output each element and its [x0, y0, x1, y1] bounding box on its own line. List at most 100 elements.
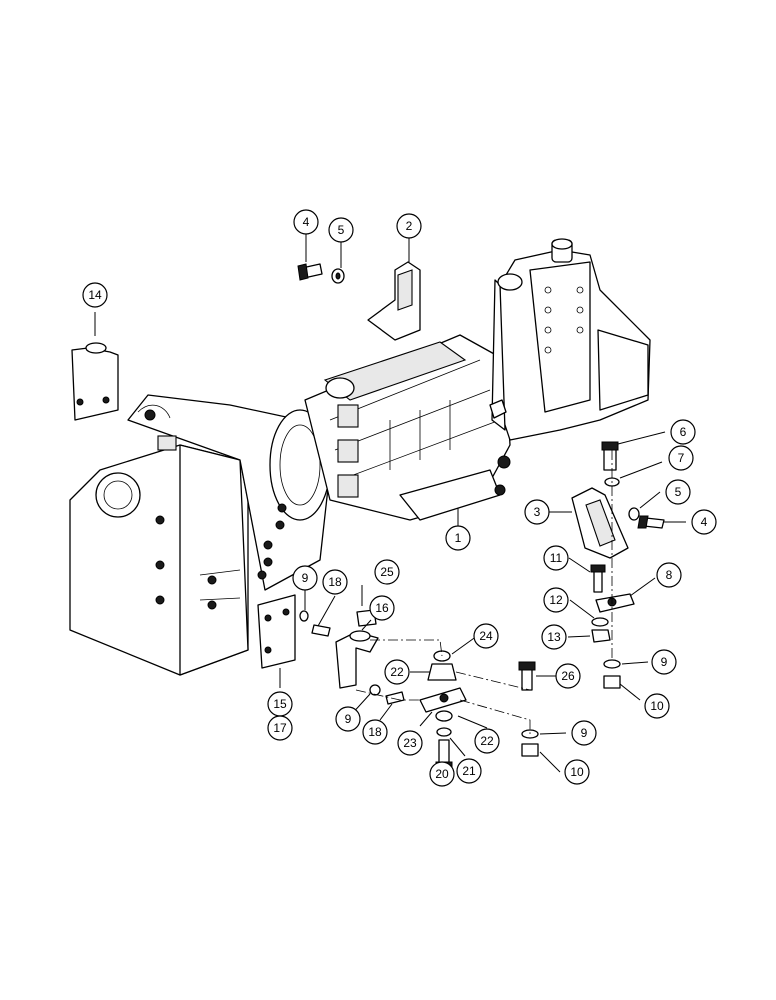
callout-number: 12	[549, 593, 563, 607]
leader-lines	[94, 232, 686, 773]
callout-circle	[396, 213, 422, 239]
callout-25: 25	[374, 559, 400, 585]
callout-circle	[292, 565, 318, 591]
callout-number: 4	[701, 515, 708, 529]
callout-number: 7	[678, 451, 685, 465]
callout-8: 8	[656, 562, 682, 588]
callout-26: 26	[555, 663, 581, 689]
bracket-left	[71, 342, 119, 421]
callout-circle	[384, 659, 410, 685]
callout-4: 4	[293, 209, 319, 235]
callout-number: 10	[570, 765, 584, 779]
callout-9: 9	[571, 720, 597, 746]
bracket-16	[335, 630, 379, 689]
callout-circle	[668, 445, 694, 471]
callout-21: 21	[456, 758, 482, 784]
callout-22: 22	[474, 728, 500, 754]
callout-number: 25	[380, 565, 394, 579]
callout-circle	[564, 759, 590, 785]
callout-number: 2	[406, 219, 413, 233]
nut-13	[591, 629, 611, 643]
callout-circle	[328, 217, 354, 243]
callout-number: 14	[88, 288, 102, 302]
isolator-22-upper	[427, 663, 457, 681]
callout-14: 14	[82, 282, 108, 308]
callout-22: 22	[384, 659, 410, 685]
nut-10-right	[603, 675, 621, 689]
callout-circle	[665, 479, 691, 505]
washer-21	[436, 727, 452, 737]
callout-16: 16	[369, 595, 395, 621]
callout-number: 5	[675, 485, 682, 499]
callout-number: 9	[661, 655, 668, 669]
callout-number: 9	[581, 726, 588, 740]
callout-7: 7	[668, 445, 694, 471]
bolt-26	[518, 661, 536, 691]
callout-circle	[82, 282, 108, 308]
callout-9: 9	[335, 706, 361, 732]
callout-number: 5	[338, 223, 345, 237]
callout-circle	[473, 623, 499, 649]
callout-4: 4	[691, 509, 717, 535]
nut-10-bottom	[521, 743, 539, 757]
callout-circle	[543, 545, 569, 571]
bolt-6	[601, 441, 619, 471]
bolt-18-upper	[311, 624, 331, 637]
callout-number: 23	[403, 736, 417, 750]
callout-circle	[293, 209, 319, 235]
callout-number: 15	[273, 697, 287, 711]
callout-circle	[541, 624, 567, 650]
bracket-top	[367, 261, 421, 341]
callout-circle	[571, 720, 597, 746]
callout-number: 20	[435, 767, 449, 781]
callout-number: 24	[479, 629, 493, 643]
callout-number: 18	[328, 575, 342, 589]
callout-circle	[524, 499, 550, 525]
callout-12: 12	[543, 587, 569, 613]
callout-24: 24	[473, 623, 499, 649]
callout-18: 18	[322, 569, 348, 595]
callout-number: 1	[455, 531, 462, 545]
callout-number: 9	[302, 571, 309, 585]
callout-20: 20	[429, 761, 455, 787]
callout-number: 6	[680, 425, 687, 439]
callout-6: 6	[670, 419, 696, 445]
callout-10: 10	[564, 759, 590, 785]
callout-circle	[429, 761, 455, 787]
bolt-18-lower	[385, 691, 405, 705]
callout-number: 10	[650, 699, 664, 713]
callout-1: 1	[445, 525, 471, 551]
washer-9-left	[299, 610, 309, 622]
callout-circle	[374, 559, 400, 585]
callout-number: 4	[303, 215, 310, 229]
callout-circle	[445, 525, 471, 551]
callout-number: 3	[534, 505, 541, 519]
callout-10: 10	[644, 693, 670, 719]
washer-top	[331, 268, 345, 284]
callout-circle	[267, 715, 293, 741]
callout-2: 2	[396, 213, 422, 239]
callout-13: 13	[541, 624, 567, 650]
callout-circle	[691, 509, 717, 535]
washer-5-right	[628, 507, 640, 521]
callout-9: 9	[651, 649, 677, 675]
callout-circle	[555, 663, 581, 689]
callout-number: 26	[561, 669, 575, 683]
washer-12	[591, 617, 609, 627]
callout-9: 9	[292, 565, 318, 591]
bolt-4-right	[637, 515, 665, 529]
callout-number: 11	[550, 551, 563, 565]
plate-8	[595, 593, 635, 613]
bolt-11	[590, 564, 606, 593]
plate-23	[419, 687, 467, 713]
callout-number: 8	[666, 568, 673, 582]
callout-17: 17	[267, 715, 293, 741]
callout-number: 22	[390, 665, 404, 679]
callout-number: 22	[480, 734, 494, 748]
callout-number: 16	[375, 601, 389, 615]
washer-9-lower	[369, 684, 381, 696]
callout-circle	[362, 719, 388, 745]
callout-3: 3	[524, 499, 550, 525]
isolator-22-lower	[435, 710, 453, 722]
